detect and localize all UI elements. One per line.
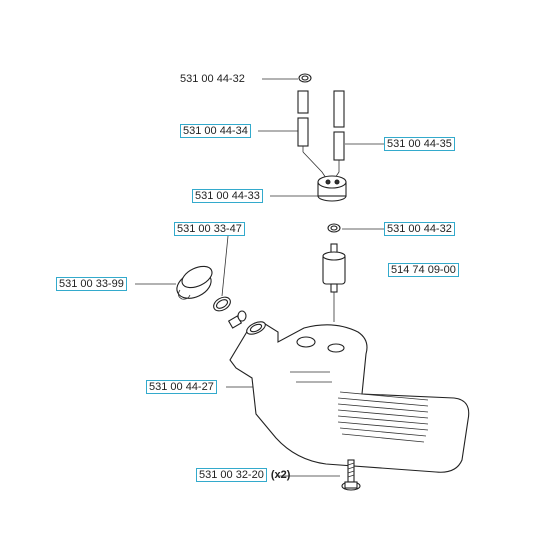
connector-ring-part — [327, 223, 341, 233]
label-screw-qty: (x2) — [270, 469, 291, 481]
label-tank: 531 00 44-27 — [146, 380, 217, 394]
fuel-filter-part — [322, 243, 346, 322]
label-hose-left: 531 00 44-34 — [180, 124, 251, 138]
leader-o-ring — [221, 235, 229, 297]
hose-right-part — [333, 90, 345, 179]
tank-ribs — [337, 391, 429, 443]
cap-ring-part — [298, 73, 312, 83]
screw-part — [341, 459, 361, 491]
label-screw: 531 00 32-20 — [196, 468, 267, 482]
hose-left-part — [297, 90, 327, 179]
label-filter: 514 74 09-00 — [388, 263, 459, 277]
label-grommet: 531 00 44-33 — [192, 189, 263, 203]
label-cap-ring: 531 00 44-32 — [180, 73, 245, 85]
label-screw-group: 531 00 32-20(x2) — [196, 468, 291, 482]
fuel-cap-part — [176, 265, 213, 300]
fuel-tank-part — [229, 321, 470, 473]
vent-valve-part — [227, 310, 247, 329]
label-connector-ring: 531 00 44-32 — [384, 222, 455, 236]
grommet-part — [317, 175, 347, 202]
label-o-ring: 531 00 33-47 — [174, 222, 245, 236]
label-fuel-cap: 531 00 33-99 — [56, 277, 127, 291]
label-hose-right: 531 00 44-35 — [384, 137, 455, 151]
o-ring-part — [213, 296, 231, 312]
